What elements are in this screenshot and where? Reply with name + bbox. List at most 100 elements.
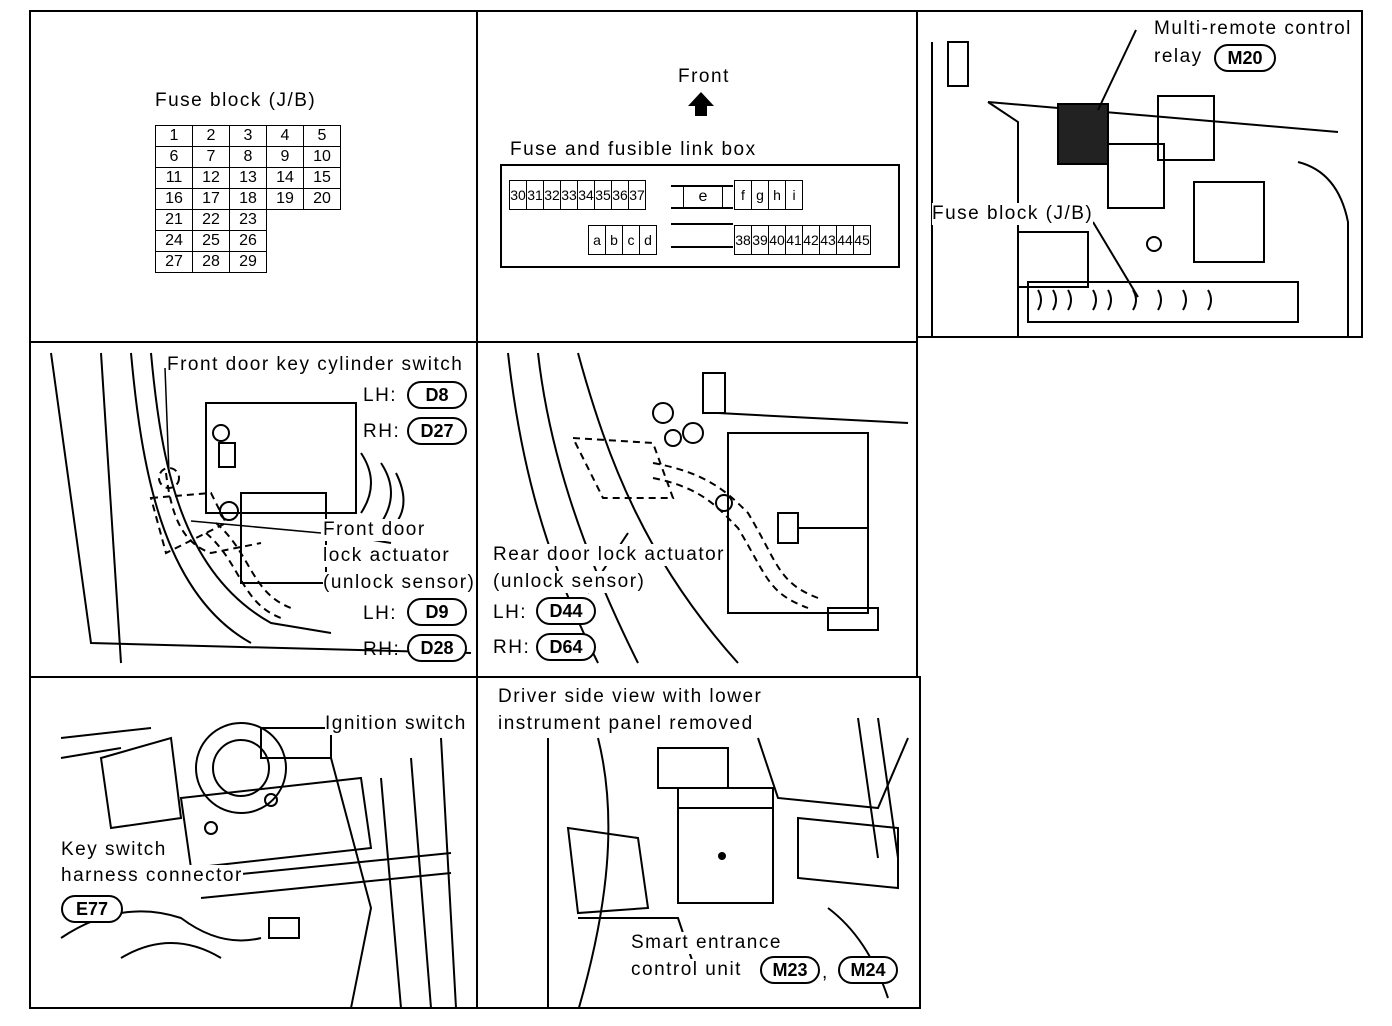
fuse-cell: 10 [303,146,341,168]
front-actuator-line1: Front door [323,519,426,541]
key-cylinder-rh-label: RH: [363,421,401,442]
fuse-cell: 35 [594,180,612,210]
fuse-cell: h [768,180,786,210]
fuse-cell: 32 [543,180,561,210]
fuse-cell: 15 [303,167,341,189]
fuse-cell: c [622,225,640,255]
fuse-cell: 3 [229,125,267,147]
fuse-cell: 37 [628,180,646,210]
fuse-cell: 24 [155,230,193,252]
fuse-cell: 42 [802,225,820,255]
fuse-cell: 34 [577,180,595,210]
ignition-panel: Ignition switch Key switch harness conne… [29,676,478,1009]
front-actuator-lh-label: LH: [363,603,398,624]
relay-panel: Multi-remote control relay M20 Fuse bloc… [916,10,1363,338]
rear-actuator-rh-label: RH: [493,637,531,658]
fuse-cell: 17 [192,188,230,210]
fuse-cell: 29 [229,251,267,273]
fuse-cell: 1 [155,125,193,147]
key-switch-line1: Key switch [61,839,167,861]
relay-label-line2: relay [1154,46,1203,67]
fuse-cell: a [588,225,606,255]
fuse-cell: d [639,225,657,255]
connector-badge-m23: M23 [760,956,820,984]
fuse-cell: 40 [768,225,786,255]
fuse-cell: 33 [560,180,578,210]
connector-separator: , [822,962,829,983]
rear-actuator-lh-label: LH: [493,602,528,623]
fuse-e: e [683,186,723,208]
fuse-cell: 26 [229,230,267,252]
driver-view-line1: Driver side view with lower [498,686,763,708]
smart-entrance-drawing [547,717,909,1007]
fuse-cell: 31 [526,180,544,210]
fuse-cell: 41 [785,225,803,255]
relay-label-line1: Multi-remote control [1154,18,1352,39]
fuse-cell: 45 [853,225,871,255]
fuse-cell: 22 [192,209,230,231]
smart-entrance-line1: Smart entrance [631,932,782,954]
fuse-cell: 9 [266,146,304,168]
front-actuator-line2: lock actuator [323,545,451,567]
fuse-cell: 8 [229,146,267,168]
key-switch-line2: harness connector [61,865,243,887]
fuse-cell: 20 [303,188,341,210]
fuse-cell: 6 [155,146,193,168]
connector-badge-d9: D9 [407,598,467,626]
fuse-cell: 16 [155,188,193,210]
connector-badge-d8: D8 [407,381,467,409]
fuse-cell: 30 [509,180,527,210]
connector-badge-d28: D28 [407,634,467,662]
front-arrow-icon [500,92,900,268]
rear-door-panel: Rear door lock actuator (unlock sensor) … [476,341,918,678]
connector-badge-m24: M24 [838,956,898,984]
fuse-block-title: Fuse block (J/B) [155,90,317,111]
fuse-block-label: Fuse block (J/B) [932,203,1094,225]
front-label: Front [678,66,730,87]
fuse-cell: i [785,180,803,210]
fuse-cell: g [751,180,769,210]
fuse-cell: b [605,225,623,255]
fuse-cell: 27 [155,251,193,273]
fuse-cell: 2 [192,125,230,147]
fuse-cell: 4 [266,125,304,147]
front-actuator-rh-label: RH: [363,639,401,660]
fuse-cell: 23 [229,209,267,231]
smart-entrance-line2: control unit [631,959,742,981]
connector-badge-e77: E77 [61,895,123,923]
front-actuator-line3: (unlock sensor) [323,572,476,594]
key-cylinder-lh-label: LH: [363,385,398,406]
fuse-cell: 38 [734,225,752,255]
fuse-cell: 14 [266,167,304,189]
fuse-cell: 21 [155,209,193,231]
rear-door-drawing [507,352,909,664]
driver-view-line2: instrument panel removed [498,713,754,735]
fuse-cell: 11 [155,167,193,189]
connector-badge-m20: M20 [1214,44,1276,72]
fuse-cell: 36 [611,180,629,210]
front-door-drawing [50,352,472,664]
rear-actuator-line1: Rear door lock actuator [493,544,725,566]
fuse-cell: 7 [192,146,230,168]
key-cylinder-label: Front door key cylinder switch [167,354,464,376]
fuse-cell: e [683,186,723,208]
fuse-link-box-title: Fuse and fusible link box [510,139,757,160]
smart-entrance-panel: Driver side view with lower instrument p… [476,676,921,1009]
fuse-cell: 39 [751,225,769,255]
fuse-cell: f [734,180,752,210]
fuse-cell: 28 [192,251,230,273]
ignition-switch-label: Ignition switch [325,713,467,735]
connector-badge-d27: D27 [407,417,467,445]
front-door-panel: Front door key cylinder switch LH: D8 RH… [29,341,478,678]
fuse-cell: 19 [266,188,304,210]
fuse-cell: 13 [229,167,267,189]
rear-actuator-line2: (unlock sensor) [493,571,646,593]
fuse-cell: 44 [836,225,854,255]
